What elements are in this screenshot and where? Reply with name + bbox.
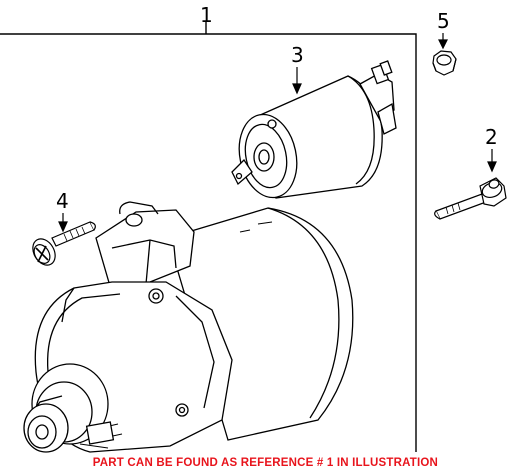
callout-3: 3 (291, 43, 304, 67)
starter-motor-body (23, 201, 354, 453)
callout-2: 2 (485, 125, 498, 149)
screw-part-4 (32, 221, 96, 266)
leader-arrows (58, 33, 497, 233)
nut-part-5 (432, 50, 457, 76)
part1-frame-right (206, 33, 417, 452)
callout-4: 4 (56, 189, 69, 213)
bolt-part-2 (434, 177, 507, 220)
callout-5: 5 (437, 9, 450, 33)
part-reference-note: PART CAN BE FOUND AS REFERENCE # 1 IN IL… (92, 457, 438, 469)
callout-1: 1 (200, 3, 213, 27)
solenoid-part-3 (231, 60, 397, 199)
